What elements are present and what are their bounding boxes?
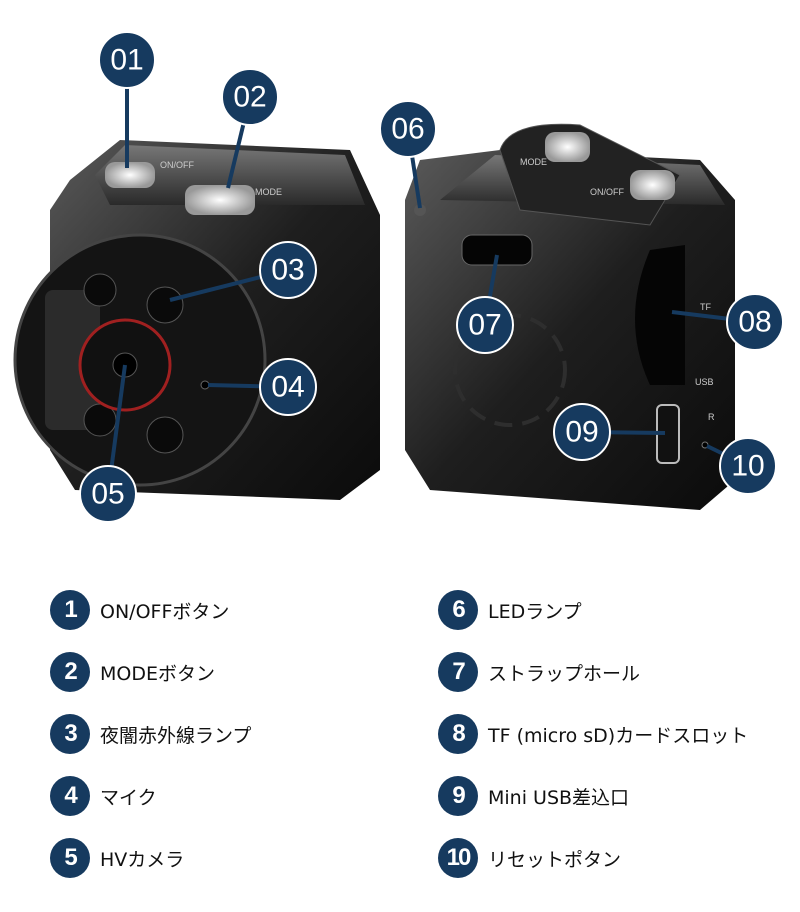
- device-label-onoff: ON/OFF: [160, 160, 194, 170]
- legend-item: 3 夜闇赤外線ランプ: [50, 714, 251, 754]
- legend-number-badge: 9: [438, 776, 478, 816]
- legend-number-badge: 10: [438, 838, 478, 878]
- legend-label: リセットポタン: [488, 848, 622, 871]
- legend-label: 夜闇赤外線ランプ: [100, 724, 252, 747]
- legend-number-badge: 2: [50, 652, 90, 692]
- svg-text:08: 08: [738, 306, 771, 339]
- device-label-tf: TF: [700, 302, 711, 312]
- legend-item: 10 リセットポタン: [438, 838, 621, 878]
- svg-text:07: 07: [468, 309, 501, 342]
- legend-label: マイク: [100, 786, 157, 809]
- device-label-reset: R: [708, 412, 715, 422]
- legend-label: HVカメラ: [100, 848, 185, 871]
- legend-item: 4 マイク: [50, 776, 157, 816]
- legend-label: TF (micro sD)カードスロット: [488, 724, 749, 747]
- svg-text:04: 04: [271, 371, 304, 404]
- svg-text:10: 10: [731, 450, 764, 483]
- callout-08: 08: [726, 293, 784, 351]
- legend-number-badge: 7: [438, 652, 478, 692]
- microphone-hole: [200, 380, 210, 390]
- legend-item: 7 ストラップホール: [438, 652, 640, 692]
- callout-04: 04: [259, 358, 317, 416]
- callout-01: 01: [98, 31, 156, 89]
- legend-label: ON/OFFボタン: [100, 600, 230, 623]
- legend-item: 9 Mini USB差込口: [438, 776, 629, 816]
- onoff-button-shape: [105, 162, 155, 188]
- svg-text:03: 03: [271, 254, 304, 287]
- tf-slot: [635, 245, 685, 385]
- legend-number-badge: 1: [50, 590, 90, 630]
- legend-label: ストラップホール: [488, 662, 641, 685]
- camera-side-view: MODE ON/OFF TF USB R: [405, 123, 735, 510]
- led-lamp: [414, 204, 426, 216]
- svg-text:01: 01: [110, 44, 143, 77]
- device-label-usb: USB: [695, 377, 714, 387]
- legend-number-badge: 4: [50, 776, 90, 816]
- legend-item: 8 TF (micro sD)カードスロット: [438, 714, 748, 754]
- callout-10: 10: [719, 437, 777, 495]
- legend-item: 1 ON/OFFボタン: [50, 590, 229, 630]
- callout-02: 02: [221, 68, 279, 126]
- device-label-mode: MODE: [255, 187, 282, 197]
- camera-front-view: ON/OFF MODE: [13, 140, 380, 500]
- legend-label: Mini USB差込口: [488, 786, 630, 809]
- svg-text:06: 06: [391, 113, 424, 146]
- callout-05: 05: [79, 465, 137, 523]
- device-label-onoff-side: ON/OFF: [590, 187, 624, 197]
- mode-button-shape: [185, 185, 255, 215]
- legend-number-badge: 3: [50, 714, 90, 754]
- legend-item: 6 LEDランプ: [438, 590, 582, 630]
- product-diagram: ON/OFF MODE MODE ON/OFF TF USB R: [13, 31, 784, 523]
- svg-text:09: 09: [565, 416, 598, 449]
- device-label-mode-side: MODE: [520, 157, 547, 167]
- legend-label: LEDランプ: [488, 600, 582, 623]
- callout-07: 07: [456, 296, 514, 354]
- legend-item: 5 HVカメラ: [50, 838, 184, 878]
- legend-number-badge: 5: [50, 838, 90, 878]
- legend-number-badge: 6: [438, 590, 478, 630]
- callout-09: 09: [553, 403, 611, 461]
- svg-text:05: 05: [91, 478, 124, 511]
- legend-label: MODEボタン: [100, 662, 215, 685]
- callout-03: 03: [259, 241, 317, 299]
- legend-number-badge: 8: [438, 714, 478, 754]
- callouts: 01 02 03 04 05 06 07 08 09 10: [79, 31, 784, 523]
- svg-text:02: 02: [233, 81, 266, 114]
- callout-06: 06: [379, 100, 437, 158]
- legend-item: 2 MODEボタン: [50, 652, 215, 692]
